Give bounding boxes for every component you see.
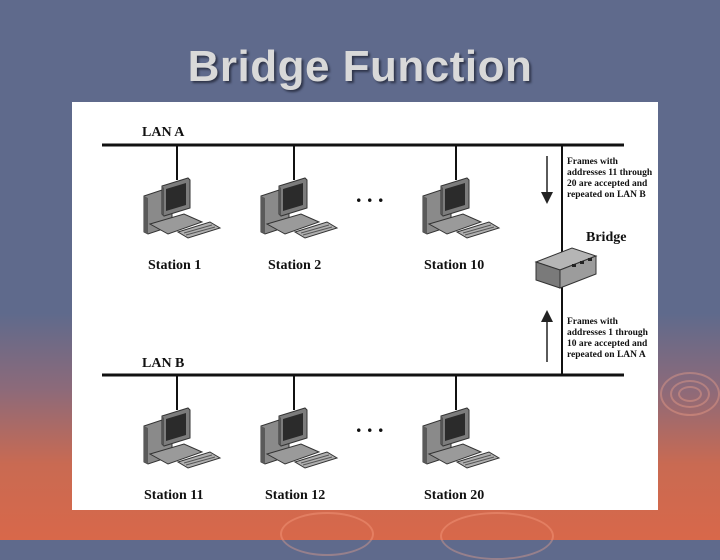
decorative-swirl: [670, 380, 710, 408]
station-label: Station 10: [424, 258, 484, 273]
bridge-label: Bridge: [586, 230, 626, 245]
note-frames-to-lan-b: Frames with addresses 11 through 20 are …: [567, 157, 653, 200]
computer-icon: [422, 177, 500, 239]
lan-b-label: LAN B: [142, 356, 184, 371]
station-label: Station 20: [424, 488, 484, 503]
decorative-swirl: [660, 372, 720, 416]
bridge-device-icon: [534, 247, 598, 289]
note-line: 10 are accepted and: [567, 339, 648, 349]
decorative-swirl: [440, 512, 554, 560]
lan-a-label: LAN A: [142, 125, 185, 140]
diagram-canvas: LAN A LAN B . . . . . . Station 1 Statio…: [102, 125, 653, 503]
slide-title: Bridge Function: [187, 42, 533, 91]
decorative-swirl: [678, 386, 702, 402]
bridge-diagram: LAN A LAN B . . . . . . Station 1 Statio…: [72, 102, 658, 510]
computer-icon: [143, 177, 221, 239]
note-frames-to-lan-a: Frames with addresses 1 through 10 are a…: [567, 317, 649, 360]
note-line: Frames with: [567, 157, 619, 167]
station-label: Station 2: [268, 258, 321, 273]
note-line: 20 are accepted and: [567, 179, 648, 189]
computer-icon: [260, 177, 338, 239]
station-label: Station 11: [144, 488, 204, 503]
note-line: repeated on LAN A: [567, 350, 646, 360]
note-line: repeated on LAN B: [567, 190, 646, 200]
decorative-swirl: [280, 512, 374, 556]
note-line: addresses 11 through: [567, 168, 653, 178]
note-line: addresses 1 through: [567, 328, 649, 338]
computer-icon: [143, 407, 221, 469]
computer-icon: [260, 407, 338, 469]
note-line: Frames with: [567, 317, 619, 327]
station-label: Station 1: [148, 258, 201, 273]
ellipsis: . . .: [356, 412, 384, 437]
computer-icon: [422, 407, 500, 469]
ellipsis: . . .: [356, 182, 384, 207]
station-label: Station 12: [265, 488, 325, 503]
